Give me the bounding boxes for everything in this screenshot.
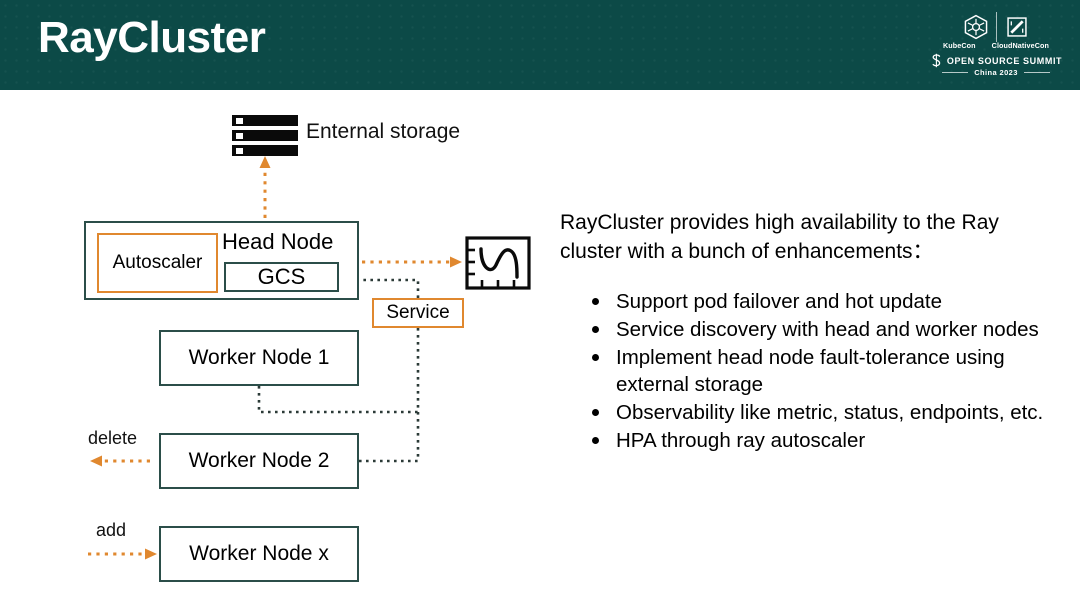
description-panel: RayCluster provides high availability to…: [560, 90, 1080, 612]
diagram-connectors: [88, 156, 462, 560]
add-flow-label: add: [96, 520, 127, 540]
logo-summit-label: OPEN SOURCE SUMMIT: [946, 55, 1063, 66]
raycluster-architecture-diagram: Enternal storage Head Node Autoscaler GC…: [0, 90, 560, 612]
logo-cloudnativecon-label: CloudNativeCon: [991, 41, 1049, 50]
conference-logo: KubeCon CloudNativeCon OPEN SOURCE SUMMI…: [926, 8, 1066, 80]
worker-node-1-box[interactable]: Worker Node 1: [159, 330, 359, 386]
gcs-box[interactable]: GCS: [224, 262, 339, 292]
external-storage-label: Enternal storage: [306, 120, 461, 143]
panel-intro-text: RayCluster provides high availability to…: [560, 211, 999, 263]
list-item: Support pod failover and hot update: [574, 288, 1064, 315]
list-item: Observability like metric, status, endpo…: [574, 399, 1064, 426]
list-item: Service discovery with head and worker n…: [574, 316, 1064, 343]
head-node-label: Head Node: [222, 229, 334, 254]
enhancement-bullet-list: Support pod failover and hot update Serv…: [574, 288, 1064, 455]
delete-flow-label: delete: [88, 428, 138, 448]
logo-divider: [995, 12, 997, 42]
list-item: Implement head node fault-tolerance usin…: [574, 344, 1064, 398]
cloudnativecon-square-icon: [1006, 17, 1027, 37]
logo-kubecon-label: KubeCon: [943, 41, 976, 50]
kubecon-helm-icon: [964, 14, 987, 40]
metrics-chart-icon: [465, 236, 531, 290]
list-item: HPA through ray autoscaler: [574, 427, 1064, 454]
worker-node-x-box[interactable]: Worker Node x: [159, 526, 359, 582]
slide-header: RayCluster: [0, 0, 1080, 90]
service-box[interactable]: Service: [372, 298, 464, 328]
worker-node-2-box[interactable]: Worker Node 2: [159, 433, 359, 489]
logo-year-label: China 2023: [974, 68, 1018, 77]
open-source-summit-s-icon: [932, 53, 941, 68]
page-title: RayCluster: [38, 13, 266, 62]
server-storage-icon: [232, 115, 298, 157]
autoscaler-box[interactable]: Autoscaler: [97, 233, 218, 293]
